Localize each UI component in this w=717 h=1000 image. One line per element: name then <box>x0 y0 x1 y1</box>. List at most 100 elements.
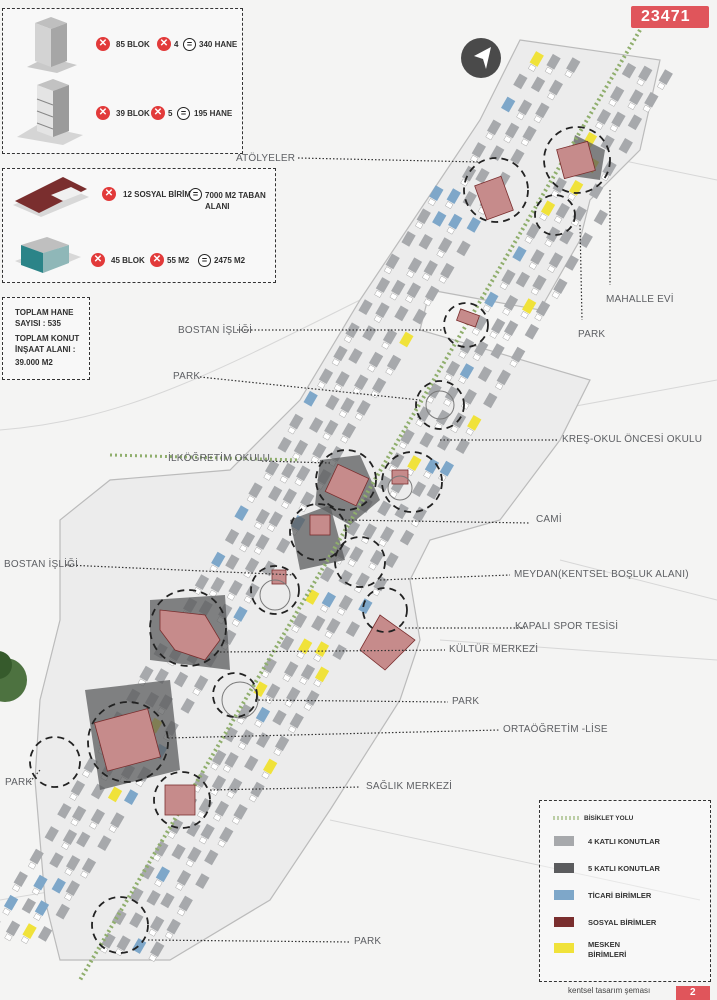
housing-block <box>195 873 210 889</box>
blocks-5floor: 39 BLOK <box>116 109 150 118</box>
housing-block <box>610 85 625 102</box>
housing-block-shadow <box>231 816 241 825</box>
housing-block <box>475 168 490 184</box>
multiply-icon: ✕ <box>96 37 110 51</box>
multiply-icon: ✕ <box>150 253 164 267</box>
totals-line2: SAYISI : 535 <box>15 319 61 328</box>
housing-block-shadow <box>254 719 263 728</box>
meydan-building <box>271 569 287 585</box>
housing-block-shadow <box>331 358 341 367</box>
housing-block <box>423 260 438 276</box>
housing-block-shadow <box>530 287 540 296</box>
housing-block-shadow <box>471 327 481 336</box>
housing-block <box>341 422 357 439</box>
housing-block-shadow <box>551 291 560 300</box>
housing-block-shadow <box>354 412 364 421</box>
housing-block <box>62 829 78 846</box>
circle-mahalle <box>543 126 611 194</box>
bike-lane-west <box>109 453 301 462</box>
housing-block <box>244 557 260 574</box>
housing-block <box>412 308 427 325</box>
housing-block <box>309 417 324 433</box>
housing-block <box>180 697 195 714</box>
housing-block <box>503 294 519 311</box>
result-340: 340 HANE <box>199 40 238 49</box>
housing-block <box>358 299 373 316</box>
housing-block-shadow <box>627 102 636 111</box>
housing-block <box>37 925 53 942</box>
housing-block-shadow <box>108 825 117 833</box>
housing-block-shadow <box>528 261 538 270</box>
housing-block-shadow <box>154 879 163 888</box>
housing-block <box>110 812 125 828</box>
housing-block <box>593 209 608 226</box>
housing-block <box>22 923 37 940</box>
housing-block-shadow <box>458 376 467 384</box>
housing-block-shadow <box>313 679 322 688</box>
housing-block-shadow <box>373 315 383 324</box>
housing-block <box>166 918 181 935</box>
housing-block-shadow <box>261 771 270 780</box>
housing-block-shadow <box>436 250 445 259</box>
page-number-badge: 2 <box>676 986 710 1000</box>
housing-block <box>275 735 290 752</box>
housing-block <box>194 675 209 691</box>
housing-block <box>160 892 175 909</box>
housing-block <box>214 800 229 817</box>
housing-block-shadow <box>343 335 353 344</box>
label-bostan-1: BOSTAN İŞLİĞİ <box>178 325 253 336</box>
housing-block <box>400 428 415 445</box>
housing-block <box>305 690 320 706</box>
housing-block <box>129 887 144 903</box>
housing-block-shadow <box>210 787 219 796</box>
housing-block-shadow <box>61 842 70 851</box>
housing-block <box>432 211 447 227</box>
housing-block <box>268 511 283 527</box>
housing-block-shadow <box>177 908 186 917</box>
housing-block-shadow <box>502 333 511 342</box>
housing-block <box>384 552 399 569</box>
housing-block <box>467 415 482 431</box>
page-number: 2 <box>690 987 696 998</box>
label-atolyeler: ATÖLYELER <box>236 153 296 164</box>
housing-block <box>255 706 271 723</box>
housing-block <box>552 177 567 193</box>
social-building-icon <box>11 171 91 221</box>
equals-icon: = <box>189 188 202 201</box>
housing-block <box>326 618 341 634</box>
housing-block <box>512 246 527 262</box>
housing-block-shadow <box>533 115 542 124</box>
sheet-number: 23471 <box>641 8 691 25</box>
housing-block <box>293 439 309 456</box>
housing-block-shadow <box>192 687 201 696</box>
kres-building <box>391 469 409 485</box>
housing-block <box>418 234 433 250</box>
housing-block-shadow <box>209 564 218 573</box>
housing-block <box>298 638 313 655</box>
housing-block <box>21 898 36 914</box>
housing-block-shadow <box>389 292 398 301</box>
housing-block-shadow <box>185 859 195 868</box>
circle-park-1 <box>534 194 576 236</box>
housing-block <box>324 419 339 436</box>
circle-park-4 <box>29 736 81 788</box>
housing-block <box>200 823 215 840</box>
housing-block <box>305 589 320 605</box>
housing-block <box>150 941 165 957</box>
housing-block <box>548 252 564 269</box>
totals-line1: TOPLAM HANE <box>15 308 74 317</box>
housing-block <box>399 529 415 546</box>
housing-block <box>90 808 105 825</box>
circle-bostan <box>443 302 489 348</box>
housing-block <box>233 804 248 820</box>
housing-block <box>219 826 234 843</box>
housing-block <box>390 452 405 468</box>
housing-block <box>548 79 563 96</box>
housing-block-shadow <box>609 124 619 133</box>
housing-block-shadow <box>406 270 415 279</box>
circle-ilkogretim <box>315 449 377 511</box>
housing-block-shadow <box>378 539 387 547</box>
housing-block <box>281 462 296 479</box>
housing-block <box>474 340 489 357</box>
label-kres: KREŞ-OKUL ÖNCESİ OKULU <box>562 434 703 445</box>
